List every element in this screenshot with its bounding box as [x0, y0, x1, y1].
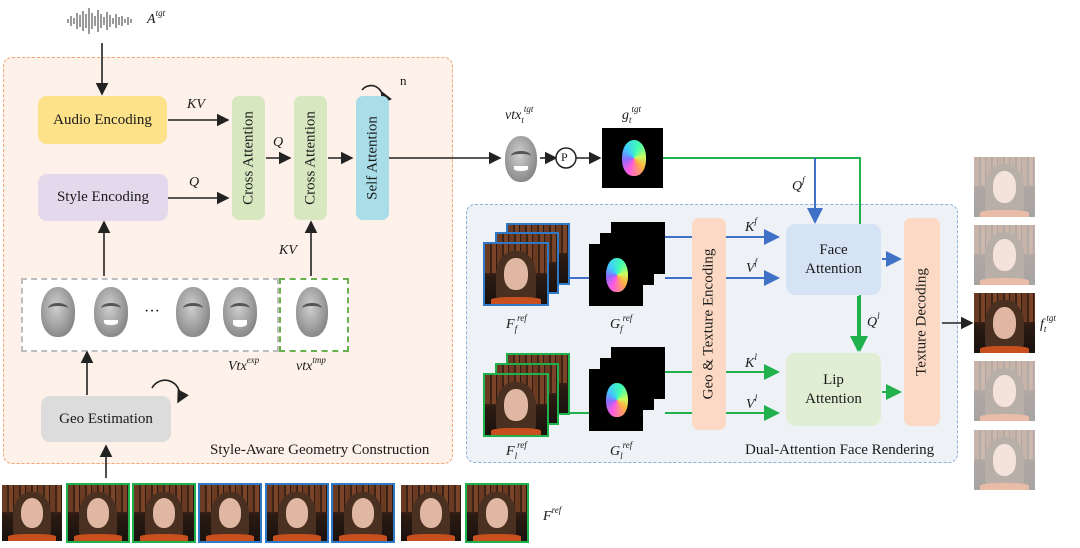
face-geo-map-1 — [589, 244, 643, 306]
reference-frames-label: Fref — [543, 505, 562, 524]
texture-decoding-block[interactable]: Texture Decoding — [904, 218, 940, 426]
expression-mesh-4 — [223, 287, 257, 337]
style-aware-region-title: Style-Aware Geometry Construction — [210, 442, 430, 458]
vl-label: Vl — [746, 393, 758, 412]
style-encoding-block[interactable]: Style Encoding — [38, 174, 168, 221]
output-frame-current — [974, 293, 1035, 353]
lip-geo-label: Glref — [610, 440, 633, 461]
projection-node-label: P — [561, 150, 568, 164]
face-ref-frame-1 — [483, 242, 549, 306]
cross-attention-block-1[interactable]: Cross Attention — [232, 96, 265, 220]
expression-mesh-2 — [94, 287, 128, 337]
audio-waveform-icon — [67, 8, 132, 34]
template-mesh — [296, 287, 328, 337]
lip-ref-label: Flref — [506, 440, 527, 461]
lip-geo-map-1 — [589, 369, 643, 431]
reference-frame — [0, 483, 64, 543]
output-label: fttgt — [1040, 313, 1056, 334]
kl-label: Kl — [745, 352, 757, 371]
loop-count-label: n — [400, 73, 407, 88]
reference-frame — [399, 483, 463, 543]
reference-frame — [198, 483, 262, 543]
output-frame-4 — [974, 361, 1035, 421]
projection-node — [555, 147, 577, 169]
dual-attention-region-title: Dual-Attention Face Rendering — [745, 442, 935, 458]
reference-frame — [66, 483, 130, 543]
geo-texture-encoding-block[interactable]: Geo & Texture Encoding — [692, 218, 726, 430]
geo-estimation-block[interactable]: Geo Estimation — [41, 396, 171, 442]
reference-frame — [132, 483, 196, 543]
kv-audio-label: KV — [187, 97, 205, 112]
target-geometry-map — [602, 128, 663, 188]
vtx-exp-label: Vtxexp — [228, 355, 260, 374]
target-mesh — [505, 136, 537, 182]
vtx-tmp-label: vtxtmp — [296, 355, 326, 374]
face-geo-label: Gfref — [610, 313, 633, 334]
expression-mesh-3 — [176, 287, 210, 337]
kv-template-label: KV — [279, 243, 297, 258]
output-frame-1 — [974, 157, 1035, 217]
vf-label: Vf — [746, 257, 758, 276]
g-target-label: gttgt — [622, 104, 642, 125]
face-ref-label: Ffref — [506, 313, 527, 334]
lip-ref-frame-1 — [483, 373, 549, 437]
audio-label: Atgt — [147, 8, 166, 27]
cross-attention-block-2[interactable]: Cross Attention — [294, 96, 327, 220]
qf-label: Qf — [792, 175, 805, 194]
lip-attention-block[interactable]: Lip Attention — [786, 353, 881, 426]
ql-label: Ql — [867, 311, 880, 330]
q-between-label: Q — [273, 135, 284, 150]
reference-frame — [331, 483, 395, 543]
audio-encoding-block[interactable]: Audio Encoding — [38, 96, 167, 144]
face-attention-block[interactable]: Face Attention — [786, 224, 881, 295]
q-style-label: Q — [189, 175, 200, 190]
kf-label: Kf — [745, 216, 757, 235]
vtx-target-label: vtxttgt — [505, 104, 534, 125]
self-attention-block[interactable]: Self Attention — [356, 96, 389, 220]
reference-frame — [265, 483, 329, 543]
expression-mesh-1 — [41, 287, 75, 337]
reference-frame — [465, 483, 529, 543]
loop-geo-estimation — [151, 379, 189, 404]
reference-frames-row — [0, 483, 540, 543]
output-frame-5 — [974, 430, 1035, 490]
ellipsis: ··· — [144, 303, 160, 320]
output-frame-2 — [974, 225, 1035, 285]
